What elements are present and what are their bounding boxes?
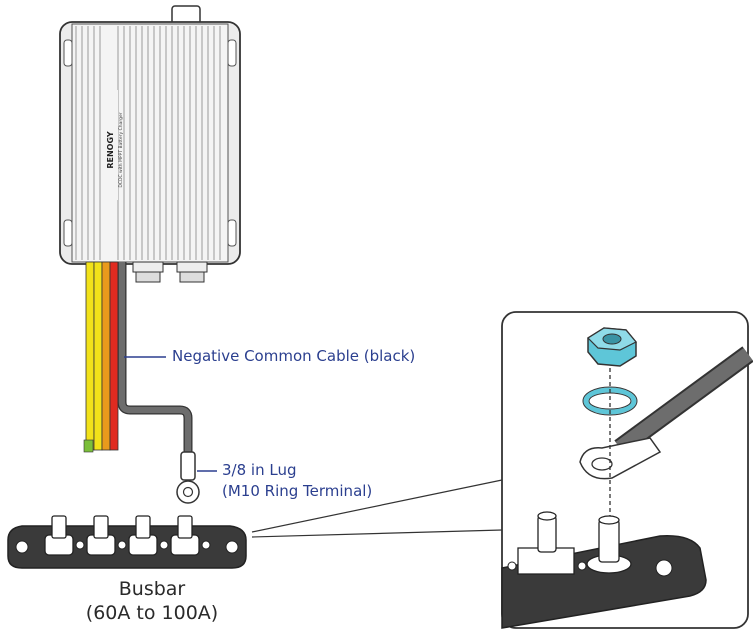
callout-line-top xyxy=(251,479,503,533)
label-busbar: Busbar xyxy=(118,578,186,600)
ring-lug xyxy=(176,451,200,504)
label-lug-size: 3/8 in Lug xyxy=(222,461,297,479)
detail-inset xyxy=(501,311,753,629)
connector-right xyxy=(176,261,208,283)
callout-line-bottom xyxy=(251,529,503,538)
brand-logo: RENOGY xyxy=(106,131,115,169)
dcdc-charger: RENOGY DCDC with MPPT Battery Charger xyxy=(59,5,241,283)
label-busbar-rating: (60A to 100A) xyxy=(85,602,219,624)
hex-nut xyxy=(587,327,637,367)
model-text: DCDC with MPPT Battery Charger xyxy=(118,112,124,187)
label-ring-terminal: (M10 Ring Terminal) xyxy=(222,482,373,500)
charger-wires xyxy=(83,261,119,453)
connector-left xyxy=(132,261,164,283)
busbar xyxy=(7,515,247,569)
label-negative-common-cable: Negative Common Cable (black) xyxy=(172,347,416,365)
